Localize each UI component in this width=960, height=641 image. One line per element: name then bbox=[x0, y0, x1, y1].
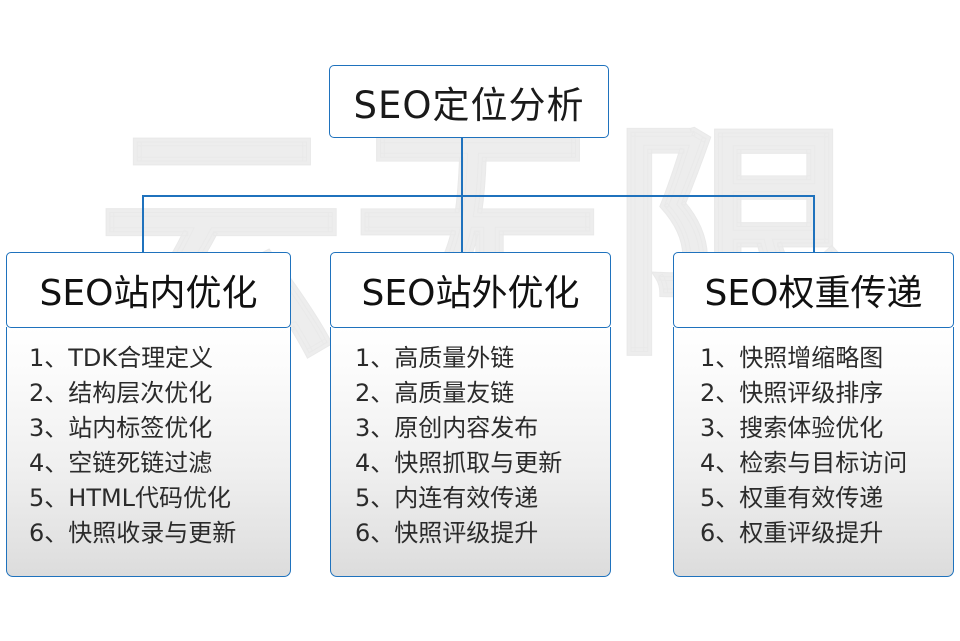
branch-header-label-3: SEO权重传递 bbox=[704, 273, 923, 314]
list-item: 2、高质量友链 bbox=[355, 379, 515, 407]
list-item: 4、快照抓取与更新 bbox=[355, 449, 563, 477]
list-item: 4、检索与目标访问 bbox=[700, 449, 908, 477]
branch-body-1: 1、TDK合理定义 2、结构层次优化 3、站内标签优化 4、空链死链过滤 5、H… bbox=[6, 327, 291, 577]
list-item: 3、站内标签优化 bbox=[29, 414, 213, 442]
list-item: 3、原创内容发布 bbox=[355, 414, 539, 442]
list-item: 6、权重评级提升 bbox=[700, 519, 884, 547]
branch-header-3[interactable]: SEO权重传递 bbox=[673, 252, 954, 328]
branch-list-2: 1、高质量外链 2、高质量友链 3、原创内容发布 4、快照抓取与更新 5、内连有… bbox=[331, 341, 610, 551]
connector-drop-left bbox=[142, 195, 144, 253]
branch-body-2: 1、高质量外链 2、高质量友链 3、原创内容发布 4、快照抓取与更新 5、内连有… bbox=[330, 327, 611, 577]
branch-header-label-2: SEO站外优化 bbox=[361, 273, 580, 314]
list-item: 5、内连有效传递 bbox=[355, 484, 539, 512]
branch-column-2: SEO站外优化 1、高质量外链 2、高质量友链 3、原创内容发布 4、快照抓取与… bbox=[330, 252, 611, 577]
branch-header-label-1: SEO站内优化 bbox=[39, 273, 258, 314]
list-item: 1、高质量外链 bbox=[355, 344, 515, 372]
list-item: 6、快照评级提升 bbox=[355, 519, 539, 547]
connector-root-vertical bbox=[461, 137, 463, 196]
branch-header-2[interactable]: SEO站外优化 bbox=[330, 252, 611, 328]
list-item: 6、快照收录与更新 bbox=[29, 519, 237, 547]
list-item: 5、权重有效传递 bbox=[700, 484, 884, 512]
branch-header-1[interactable]: SEO站内优化 bbox=[6, 252, 291, 328]
list-item: 1、TDK合理定义 bbox=[29, 344, 214, 372]
branch-column-3: SEO权重传递 1、快照增缩略图 2、快照评级排序 3、搜索体验优化 4、检索与… bbox=[673, 252, 954, 577]
root-node-label: SEO定位分析 bbox=[353, 83, 585, 127]
branch-list-3: 1、快照增缩略图 2、快照评级排序 3、搜索体验优化 4、检索与目标访问 5、权… bbox=[674, 341, 953, 551]
list-item: 3、搜索体验优化 bbox=[700, 414, 884, 442]
list-item: 2、结构层次优化 bbox=[29, 379, 213, 407]
connector-horizontal-bus bbox=[142, 195, 815, 197]
connector-drop-middle bbox=[461, 195, 463, 253]
branch-body-3: 1、快照增缩略图 2、快照评级排序 3、搜索体验优化 4、检索与目标访问 5、权… bbox=[673, 327, 954, 577]
branch-column-1: SEO站内优化 1、TDK合理定义 2、结构层次优化 3、站内标签优化 4、空链… bbox=[6, 252, 291, 577]
root-node[interactable]: SEO定位分析 bbox=[329, 65, 609, 138]
list-item: 4、空链死链过滤 bbox=[29, 449, 213, 477]
connector-drop-right bbox=[813, 195, 815, 253]
list-item: 2、快照评级排序 bbox=[700, 379, 884, 407]
list-item: 5、HTML代码优化 bbox=[29, 484, 232, 512]
branch-list-1: 1、TDK合理定义 2、结构层次优化 3、站内标签优化 4、空链死链过滤 5、H… bbox=[7, 341, 290, 551]
list-item: 1、快照增缩略图 bbox=[700, 344, 884, 372]
